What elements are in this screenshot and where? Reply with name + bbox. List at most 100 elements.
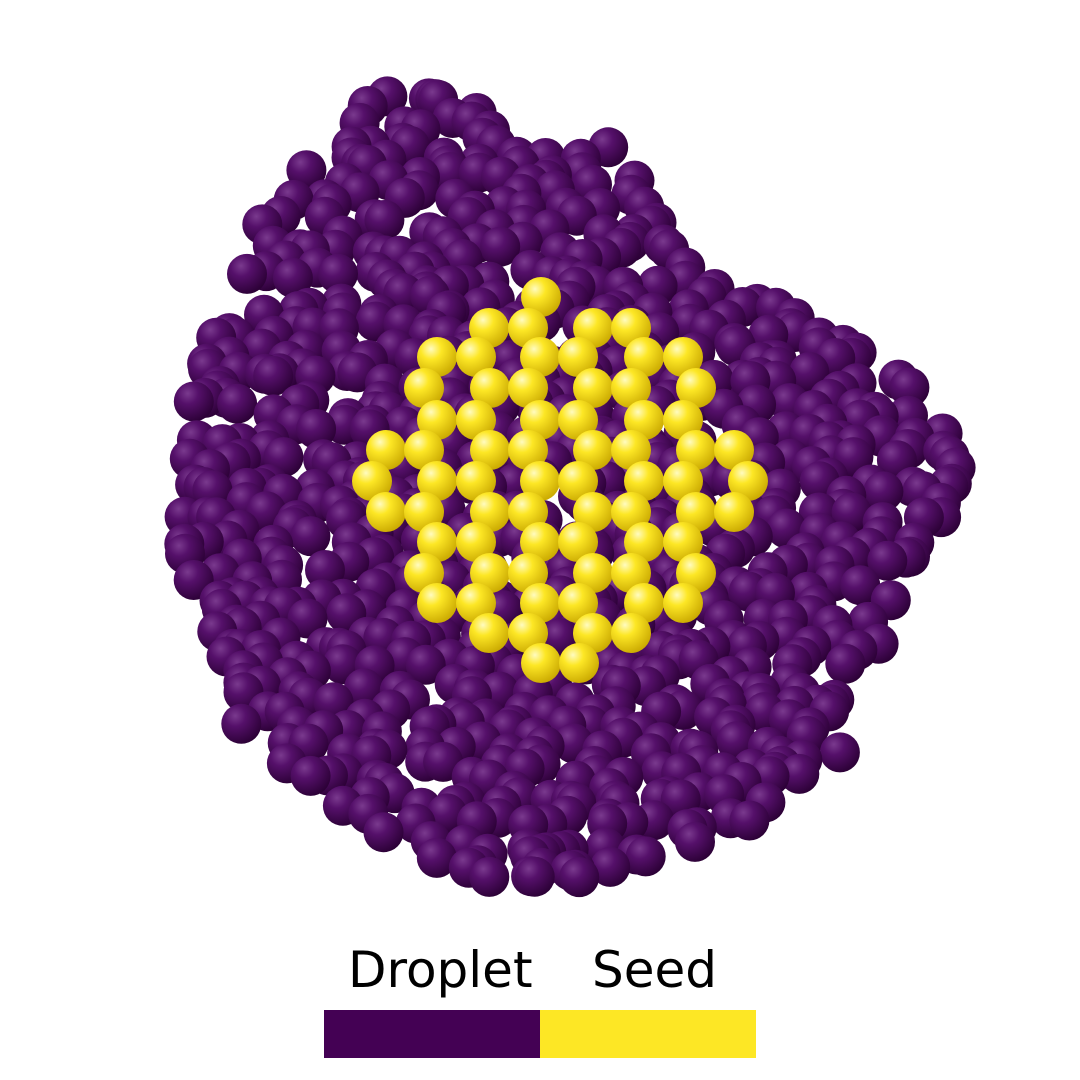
seed-particle <box>624 337 664 377</box>
seed-particle <box>404 430 444 470</box>
seed-particle <box>470 430 510 470</box>
droplet-particle <box>290 516 331 557</box>
droplet-particle <box>221 703 262 744</box>
seed-particle <box>404 368 444 408</box>
seed-particle <box>366 492 406 532</box>
seed-particle <box>366 430 406 470</box>
seed-particle <box>663 400 703 440</box>
seed-particle <box>520 400 560 440</box>
seed-particle <box>456 337 496 377</box>
seed-particle <box>676 492 716 532</box>
droplet-particle <box>305 550 345 590</box>
droplet-particle <box>559 857 600 898</box>
legend-swatch-droplet <box>324 1010 540 1058</box>
seed-particle <box>520 522 560 562</box>
seed-particle <box>520 337 560 377</box>
droplet-particle <box>227 253 267 294</box>
seed-particle <box>624 461 664 501</box>
seed-particle <box>520 461 560 501</box>
seed-particle <box>417 400 457 440</box>
droplet-particle <box>514 856 555 897</box>
seed-particle <box>573 430 613 470</box>
seed-particle <box>508 368 548 408</box>
seed-particle <box>728 461 768 501</box>
seed-particle <box>611 430 651 470</box>
droplet-particle <box>363 812 404 853</box>
seed-particle <box>470 553 510 593</box>
droplet-particle <box>867 540 908 581</box>
legend-label-droplet: Droplet <box>348 941 533 999</box>
droplet-particle <box>863 471 904 512</box>
seed-particle <box>417 583 457 623</box>
seed-particle <box>611 553 651 593</box>
droplet-particle <box>469 856 510 897</box>
seed-particle <box>558 461 598 501</box>
seed-particle <box>456 461 496 501</box>
seed-particle <box>417 522 457 562</box>
seed-particle <box>663 583 703 623</box>
seed-particle <box>470 368 510 408</box>
droplet-particle <box>889 367 930 408</box>
seed-particle <box>714 430 754 470</box>
particle-render <box>164 76 976 898</box>
droplet-particle <box>729 800 770 841</box>
seed-particle <box>573 492 613 532</box>
droplet-particle <box>253 355 294 396</box>
droplet-particles <box>164 76 976 898</box>
droplet-particle <box>819 732 860 773</box>
seed-particle <box>508 430 548 470</box>
droplet-particle <box>318 253 358 294</box>
droplet-particle <box>625 836 666 877</box>
seed-particle <box>508 613 548 653</box>
seed-particle <box>559 643 599 683</box>
droplet-particle <box>779 753 820 794</box>
droplet-particle <box>217 383 258 424</box>
legend-swatch-seed <box>540 1010 756 1058</box>
seed-particle <box>624 400 664 440</box>
seed-particle <box>663 337 703 377</box>
seed-particle <box>676 368 716 408</box>
droplet-particle <box>416 837 457 878</box>
seed-particle <box>573 368 613 408</box>
seed-particle <box>352 461 392 501</box>
seed-particle <box>573 613 613 653</box>
seed-particle <box>469 613 509 653</box>
seed-particle <box>558 400 598 440</box>
droplet-particle <box>364 200 405 240</box>
seed-particle <box>676 553 716 593</box>
seed-particle <box>611 613 651 653</box>
droplet-particle <box>296 409 337 449</box>
seed-particle <box>456 522 496 562</box>
seed-particle <box>558 583 598 623</box>
seed-particles <box>352 277 768 683</box>
seed-particle <box>404 492 444 532</box>
seed-particle <box>417 337 457 377</box>
seed-particle <box>404 553 444 593</box>
seed-particle <box>676 430 716 470</box>
droplet-particle <box>590 846 631 887</box>
seed-particle <box>508 492 548 532</box>
legend-label-seed: Seed <box>592 941 717 999</box>
droplet-particle <box>825 643 866 684</box>
seed-particle <box>456 400 496 440</box>
seed-particle <box>558 522 598 562</box>
seed-particle <box>417 461 457 501</box>
seed-particle <box>611 492 651 532</box>
seed-particle <box>714 492 754 532</box>
seed-particle <box>520 583 560 623</box>
seed-particle <box>624 583 664 623</box>
seed-particle <box>521 277 561 317</box>
droplet-particle <box>272 257 313 298</box>
droplet-particle <box>480 226 521 267</box>
droplet-particle <box>675 821 715 862</box>
seed-particle <box>456 583 496 623</box>
droplet-particle <box>173 381 214 422</box>
seed-particle <box>558 337 598 377</box>
seed-particle <box>470 492 510 532</box>
seed-particle <box>624 522 664 562</box>
droplet-particle <box>840 565 881 606</box>
seed-particle <box>508 553 548 593</box>
droplet-particle <box>405 644 446 685</box>
seed-particle <box>663 461 703 501</box>
seed-particle <box>663 522 703 562</box>
